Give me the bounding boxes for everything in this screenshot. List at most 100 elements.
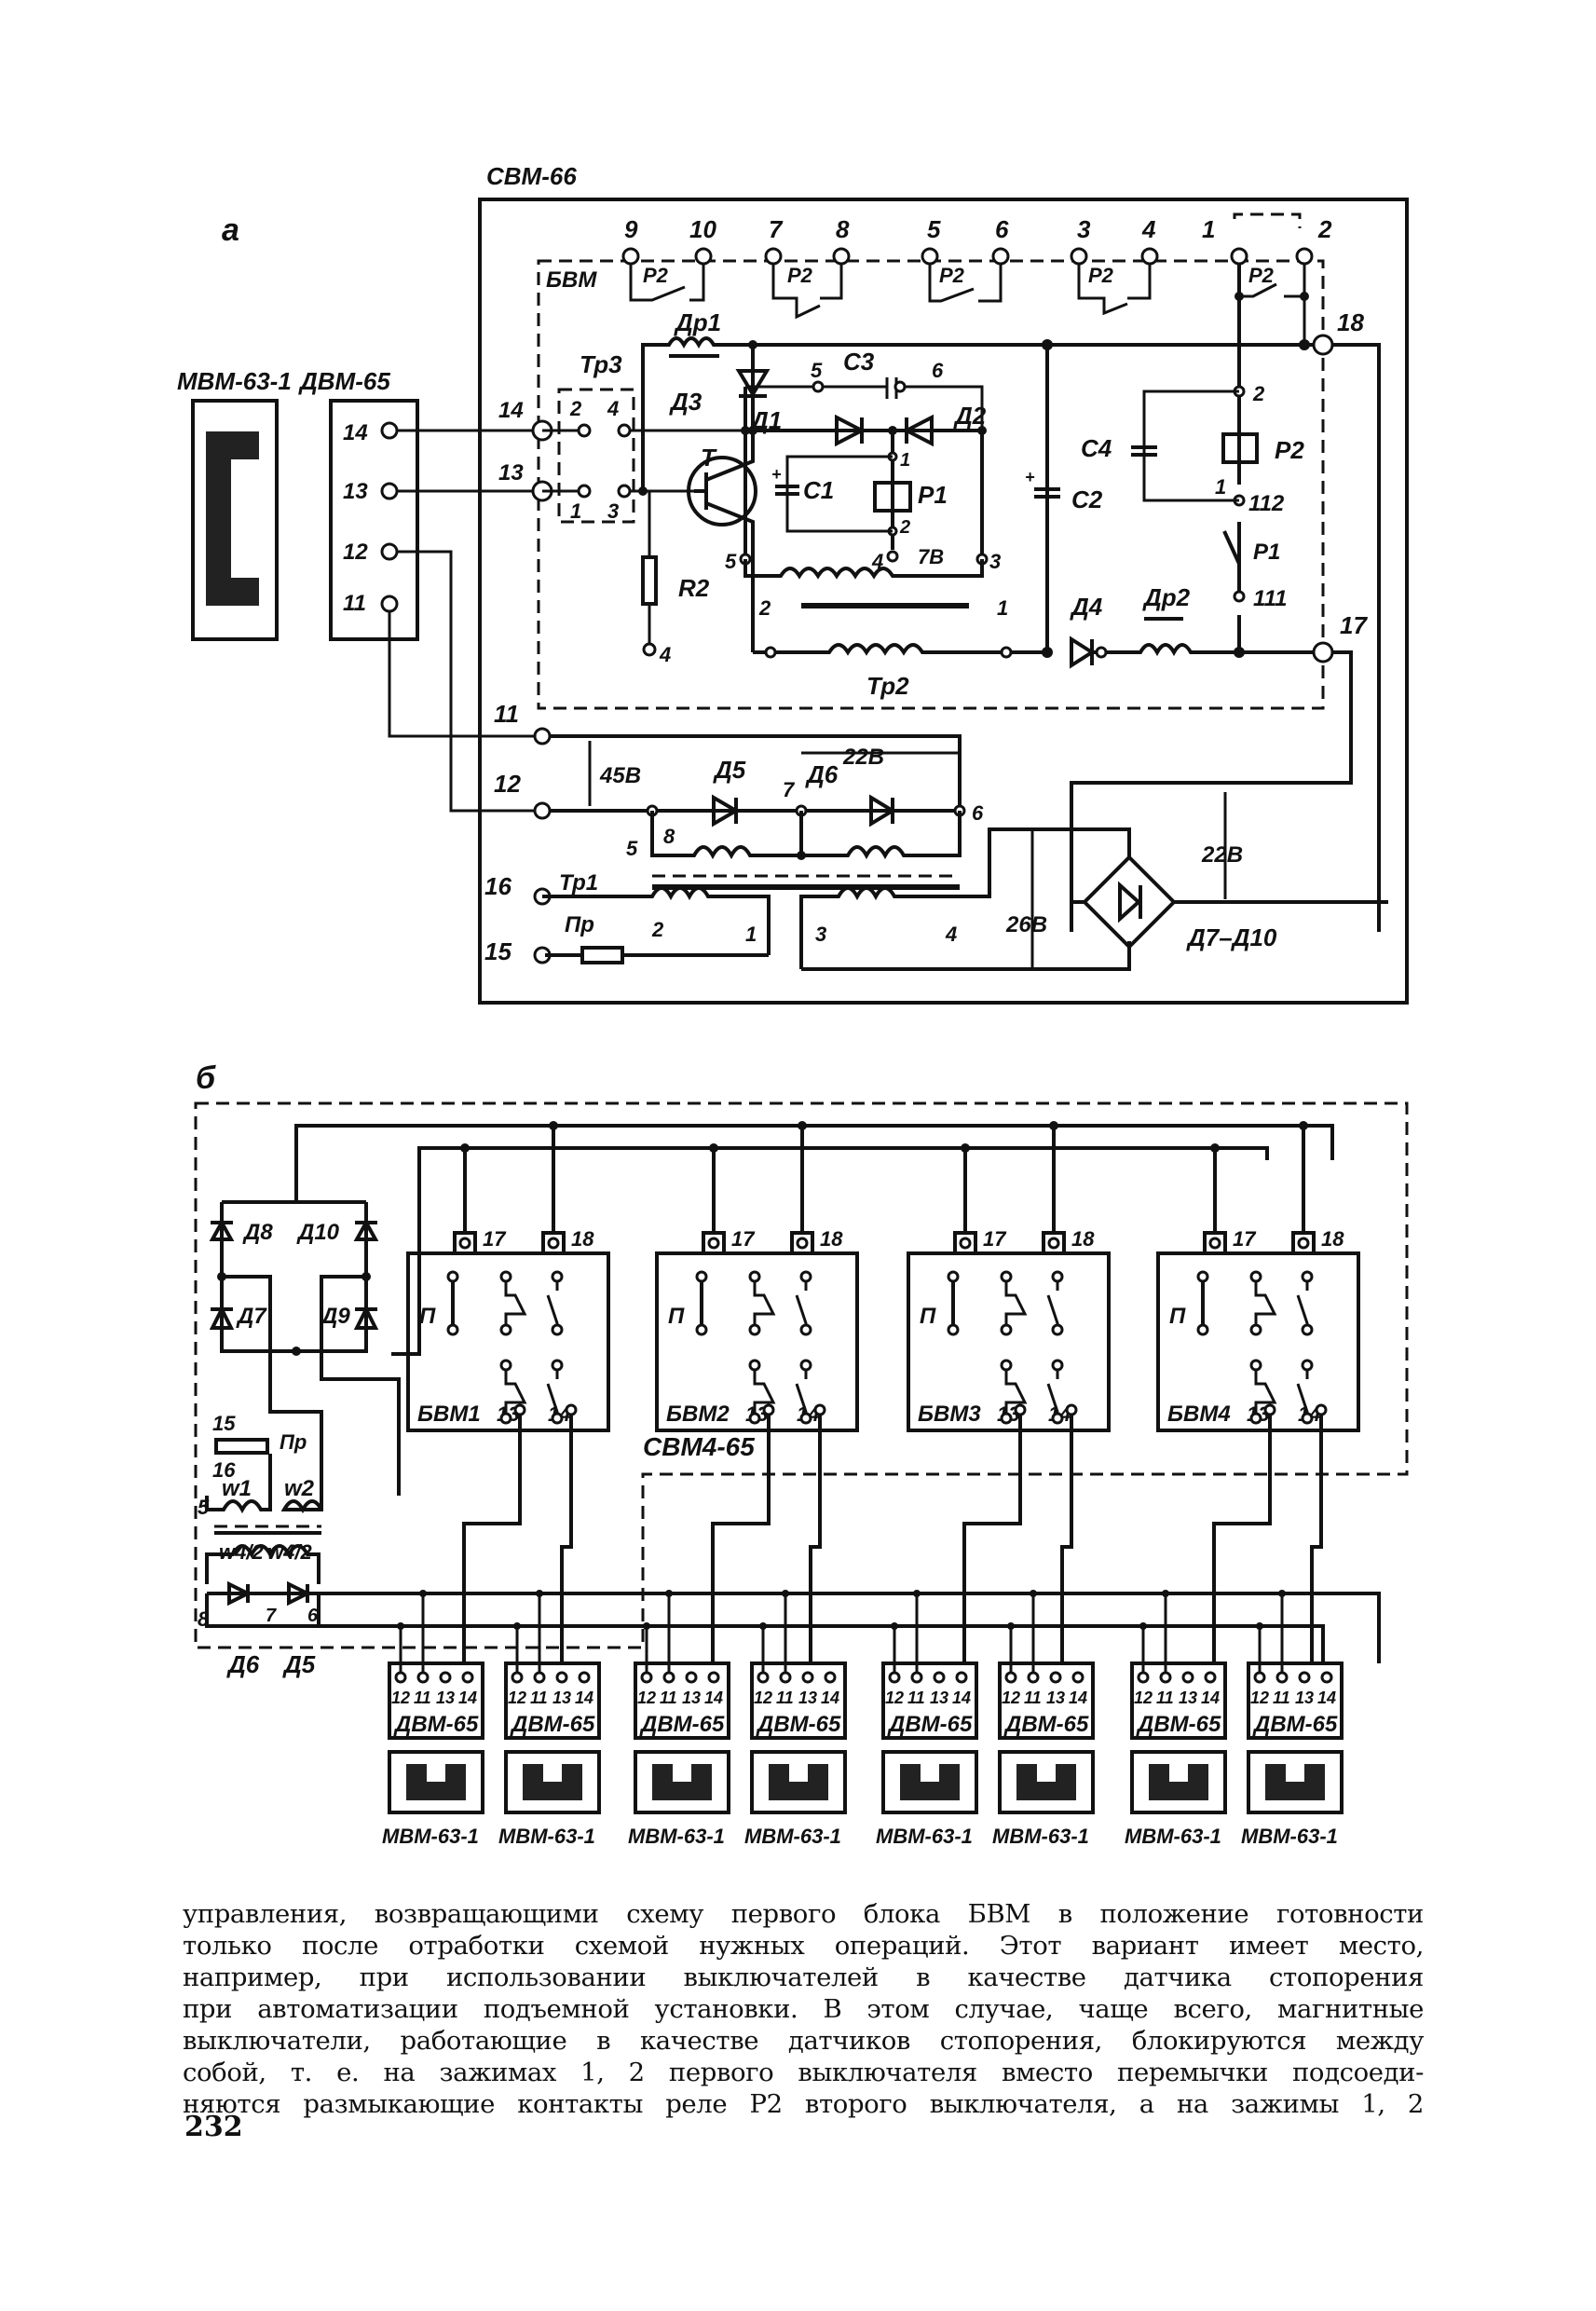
d10-diode-icon (353, 1218, 379, 1241)
sensor-name: ДВМ-65 (1252, 1712, 1338, 1737)
bridge-rectifier-icon (1082, 855, 1177, 950)
body-line: только после отработки схемой нужных опе… (183, 1931, 1424, 1961)
d3-label: Д3 (669, 388, 703, 416)
relay-contact-label: Р2 (787, 264, 813, 287)
sensor-pin-label: 11 (530, 1689, 548, 1707)
relay-contact-icon (771, 264, 843, 320)
winding-label: w2 (284, 1476, 315, 1501)
part-b: б СВМ4-65 Д8 Д10 Д7 Д9 15 16 5 8 Пр w1 w… (194, 1060, 1409, 1848)
magnet-name: МВМ-63-1 (876, 1825, 973, 1848)
node-label: 7 (783, 778, 796, 801)
sensor-pin-label: 13 (682, 1689, 701, 1707)
p1-contact-label: Р1 (1253, 540, 1280, 565)
sensor-dvm65-frame (634, 1661, 730, 1740)
bvm-block-frame (406, 1251, 610, 1432)
terminal-17-label: 17 (983, 1227, 1007, 1251)
d4-label: Д4 (1070, 593, 1103, 621)
tr2-tap: 5 (725, 550, 737, 573)
supply-terminal-label: 12 (494, 770, 521, 798)
transistor-icon (687, 456, 757, 526)
body-line: при автоматизации подъемной установки. В… (183, 1994, 1424, 2024)
top-terminal-label: 2 (1317, 215, 1332, 243)
sensor-name: ДВМ-65 (756, 1712, 841, 1737)
magnet-core-icon (769, 1764, 828, 1800)
magnet-name: МВМ-63-1 (992, 1825, 1089, 1848)
sensor-pin-label: 13 (1046, 1689, 1065, 1707)
sensor-dvm65-frame (1130, 1661, 1227, 1740)
node-label: 7 (266, 1606, 277, 1626)
pole-label: П (1169, 1304, 1186, 1329)
body-text: управления, возвращающими схему первого … (183, 1898, 1424, 2120)
part-a-label: а (222, 212, 239, 248)
tr3-pin: 4 (607, 397, 619, 420)
bvm-block: 1718ПБВМ21314 (655, 1121, 859, 1663)
nc-contact-icon (1004, 1365, 1028, 1418)
node-label: 5 (626, 837, 638, 860)
sensor-pin-label: 13 (930, 1689, 948, 1707)
sensor-pin-label: 14 (575, 1689, 593, 1707)
c3-label: С3 (843, 348, 875, 376)
c2-capacitor-icon (1034, 487, 1060, 499)
sensor-name: ДВМ-65 (887, 1712, 973, 1737)
sensor-dvm65-frame (504, 1661, 601, 1740)
terminal-17-label: 17 (731, 1227, 756, 1251)
part-a: а СВМ-66 БВМ МВМ-63-1 ДВМ-65 14 13 12 11… (177, 162, 1409, 1005)
d8-diode-icon (209, 1218, 235, 1241)
p1-pin: 2 (899, 517, 910, 538)
sensor-pin-label: 14 (1069, 1689, 1087, 1707)
sensor-pin-label: 13 (552, 1689, 571, 1707)
magnet-frame (504, 1750, 601, 1814)
c1-plus: + (771, 465, 782, 484)
top-terminal-label: 8 (836, 215, 850, 243)
p1-node-label: 111 (1253, 586, 1287, 611)
sensor-dvm65-frame (998, 1661, 1095, 1740)
sensor-pin-label: 12 (391, 1689, 410, 1707)
magnet-frame (881, 1750, 978, 1814)
magnet-label: МВМ-63-1 (177, 367, 292, 395)
sensor-pin-label: 13 (436, 1689, 455, 1707)
tr2-pin: 1 (997, 596, 1008, 620)
bridge-label: Д7–Д10 (1186, 923, 1277, 951)
v26-label: 26В (1005, 912, 1047, 937)
sensor-pin-label: 12 (1250, 1689, 1269, 1707)
page-number: 232 (184, 2111, 243, 2143)
tr1-pin: 3 (815, 923, 826, 946)
sensor-pin-label: 11 (1273, 1689, 1290, 1707)
supply-terminal-label: 11 (494, 700, 519, 728)
bvm-blocks: 1718ПБВМ113141718ПБВМ213141718ПБВМ313141… (406, 1121, 1360, 1663)
magnet-name: МВМ-63-1 (498, 1825, 595, 1848)
magnet-core-icon (206, 431, 259, 606)
winding-label: w1 (222, 1476, 252, 1501)
nc-contact-icon (504, 1365, 527, 1418)
relay-contact-label: Р2 (939, 264, 965, 287)
sensor-pin-label: 11 (660, 1689, 677, 1707)
relay-contact-icon (1237, 264, 1306, 345)
top-terminal-label: 7 (769, 215, 784, 243)
relay-contact-icon (928, 264, 1003, 303)
fuse-terminal-label: 15 (212, 1412, 236, 1435)
top-terminal-label: 3 (1077, 215, 1091, 243)
sensor-terminal-label: 14 (343, 420, 368, 445)
d5-label: Д5 (713, 756, 746, 784)
nc-contact-icon (1254, 1277, 1277, 1330)
body-line: выключатели, работающие в качестве датчи… (183, 2026, 1424, 2056)
magnet-frame (388, 1750, 484, 1814)
sensor-pin-label: 13 (798, 1689, 817, 1707)
sensor-name: ДВМ-65 (1136, 1712, 1221, 1737)
supply-terminal-label: 15 (484, 937, 512, 965)
winding-label: w4/2 (219, 1540, 264, 1564)
sensor-name: ДВМ-65 (1003, 1712, 1089, 1737)
tr2-tap: 3 (989, 550, 1001, 573)
relay-contact-icon (1077, 264, 1152, 316)
no-contact-icon (1046, 1277, 1059, 1330)
sensor-name: ДВМ-65 (639, 1712, 725, 1737)
p1-relay-coil-icon (873, 481, 912, 513)
nc-contact-icon (1004, 1277, 1028, 1330)
sensor-dvm65-frame (388, 1661, 484, 1740)
